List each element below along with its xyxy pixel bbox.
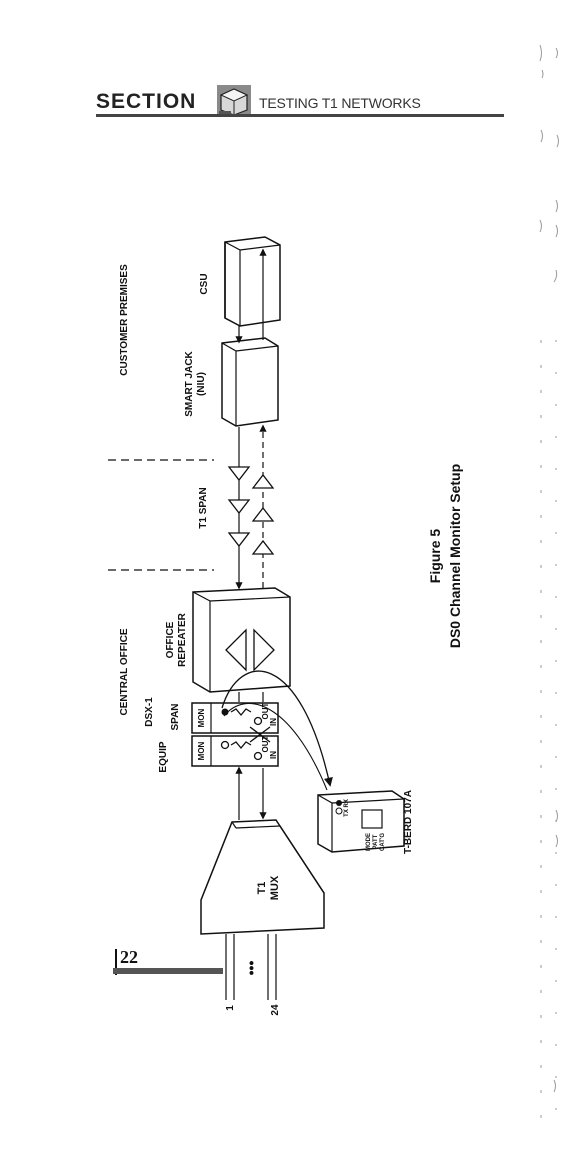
equip-mon-jack: MON xyxy=(197,741,206,760)
page-number-block: 22 xyxy=(113,947,223,979)
header-rule xyxy=(96,114,504,117)
repeater-label: REPEATER xyxy=(177,612,188,666)
page-number-bar xyxy=(113,968,223,974)
tberd-patt-label: PATT xyxy=(373,834,379,849)
equip-out-jack: OUT xyxy=(261,735,270,752)
section-subtitle: TESTING T1 NETWORKS xyxy=(259,95,421,111)
figure-caption: DS0 Channel Monitor Setup xyxy=(447,464,463,648)
span-mon-jack: MON xyxy=(197,708,206,727)
csu-label: CSU xyxy=(199,273,210,294)
span-out-jack: OUT xyxy=(261,702,270,719)
tberd-mode-label: MODE xyxy=(366,833,372,851)
figure-number: Figure 5 xyxy=(427,529,443,584)
office-label: OFFICE xyxy=(165,621,176,658)
mux-label: MUX xyxy=(269,875,281,900)
equip-in-jack: IN xyxy=(269,751,278,759)
equip-jack-label: EQUIP xyxy=(158,741,169,772)
channel-dots: ••• xyxy=(243,961,259,976)
tberd-catg-label: CAT'G xyxy=(380,833,386,851)
section-header: SECTION TESTING T1 NETWORKS xyxy=(96,85,504,119)
tberd-107a xyxy=(317,790,405,853)
channel-last-label: 24 xyxy=(270,1004,281,1016)
smart-jack-label: SMART JACK xyxy=(184,350,195,416)
channel-first-label: 1 xyxy=(225,1005,236,1011)
tberd-txrx-label: TX RX xyxy=(344,799,350,817)
dsx1-span-panel xyxy=(191,702,279,734)
span-jack-label: SPAN xyxy=(170,703,181,730)
span-in-jack: IN xyxy=(269,718,278,726)
smart-jack-box xyxy=(221,337,279,427)
section-label: SECTION xyxy=(96,90,197,113)
office-repeater-box xyxy=(192,587,291,693)
central-office-label: CENTRAL OFFICE xyxy=(119,628,130,715)
niu-label: (NIU) xyxy=(196,372,207,396)
scan-edge-marks xyxy=(539,44,559,1140)
page-number: 22 xyxy=(120,947,138,967)
t1-mux xyxy=(200,819,325,935)
csu-box xyxy=(224,236,281,327)
dsx1-label: DSX-1 xyxy=(144,697,155,727)
cross-connect xyxy=(249,726,271,743)
span-repeaters xyxy=(227,466,275,555)
page-number-rule xyxy=(115,949,117,975)
cube-logo-icon xyxy=(217,85,251,117)
t1-label: T1 xyxy=(256,882,268,895)
tberd-label: T-BERD 107A xyxy=(403,790,414,854)
customer-premises-label: CUSTOMER PREMISES xyxy=(119,264,130,376)
t1-span-label: T1 SPAN xyxy=(198,487,209,529)
dsx1-equip-panel xyxy=(191,735,279,767)
monitor-cable-inner xyxy=(223,703,328,791)
monitor-cable-outer xyxy=(221,670,333,787)
